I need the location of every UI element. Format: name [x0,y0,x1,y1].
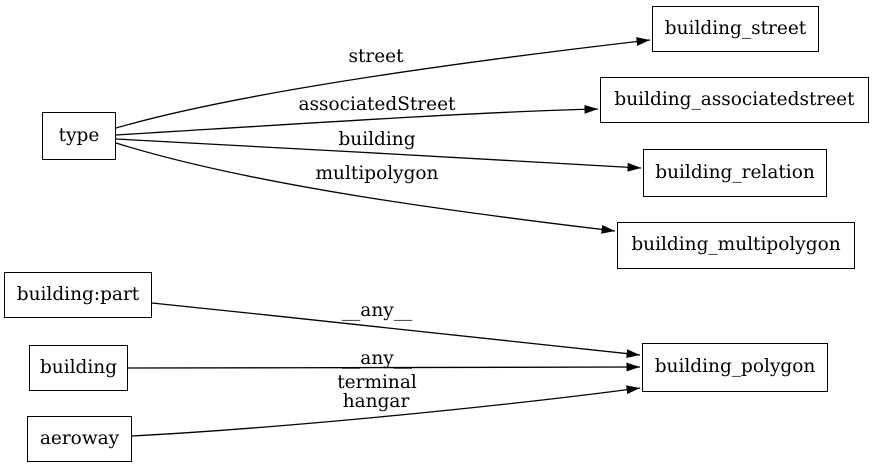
edge-label-street: street [348,45,404,67]
edge-label-associatedstreet: associatedStreet [298,93,456,115]
node-building-associatedstreet: building_associatedstreet [600,77,869,123]
edge-label-hangar: hangar [342,390,410,412]
node-building-street-label: building_street [664,17,807,39]
node-building-part: building:part [4,272,152,318]
node-building-part-label: building:part [16,283,140,305]
edge-label-building: building [338,128,416,150]
edge-aeroway-to-building-polygon [131,385,641,437]
edge-type-to-building-associatedstreet [115,104,599,136]
node-building-polygon: building_polygon [642,343,828,392]
edge-type-to-building-relation [115,138,642,172]
node-building-label: building [39,356,118,378]
node-type-label: type [58,124,100,146]
node-building-polygon-label: building_polygon [654,356,816,378]
edge-building-part-to-building-polygon [151,302,641,359]
node-building-multipolygon: building_multipolygon [617,222,855,269]
node-building-relation-label: building_relation [655,161,815,183]
edge-type-to-building-multipolygon [115,142,616,234]
edge-label-any-building-part: __any__ [341,299,413,321]
edge-label-terminal: terminal [337,371,417,393]
node-aeroway-label: aeroway [39,427,120,449]
node-type: type [42,112,116,160]
edge-label-multipolygon: multipolygon [315,162,439,184]
edge-building-to-building-polygon [127,362,641,372]
edge-type-to-building-street [115,37,651,129]
node-building-multipolygon-label: building_multipolygon [631,234,841,256]
edge-label-any-building: __any__ [341,347,413,369]
node-building: building [29,345,128,391]
node-building-associatedstreet-label: building_associatedstreet [614,88,855,110]
node-building-relation: building_relation [643,149,827,197]
node-building-street: building_street [652,6,819,52]
node-aeroway: aeroway [27,416,132,462]
